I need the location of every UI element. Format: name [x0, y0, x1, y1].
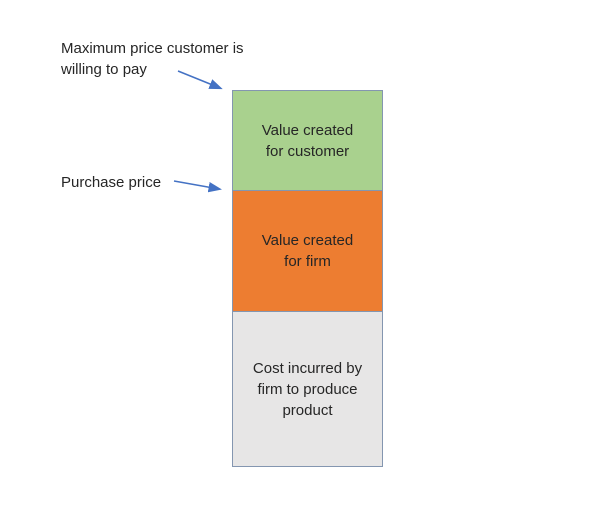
segment-value-created-for-customer-label: Value created for customer [261, 121, 354, 160]
segment-value-created-for-firm-label: Value created for firm [261, 232, 354, 270]
max-price-label: Maximum price customer is willing to pay [61, 40, 244, 78]
purchase-price-label: Purchase price [61, 174, 162, 191]
segment-cost-incurred-by-firm: Cost incurred by firm to produce product [232, 311, 383, 467]
segment-cost-incurred-by-firm-label: Cost incurred by firm to produce product [252, 359, 363, 419]
segment-value-created-for-firm: Value created for firm [232, 190, 383, 312]
segment-value-created-for-customer: Value created for customer [232, 90, 383, 191]
